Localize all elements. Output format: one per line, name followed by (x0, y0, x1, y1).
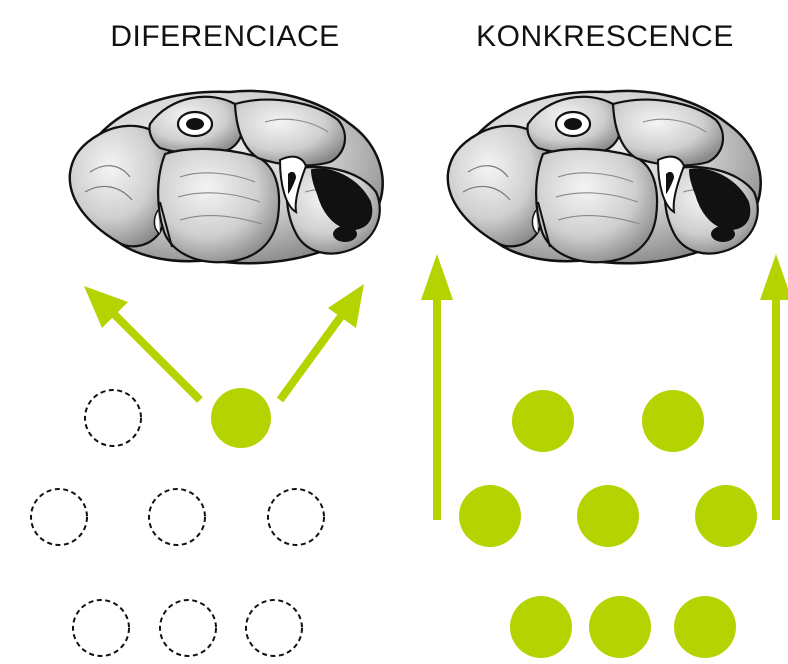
empty-germ-circle (149, 489, 205, 545)
filled-germ-circle (510, 596, 572, 658)
molar-right-icon (448, 91, 761, 263)
filled-germ-circle (642, 390, 704, 452)
filled-germ-circle (674, 596, 736, 658)
molar-left-icon (70, 91, 383, 263)
empty-germ-circle (31, 489, 87, 545)
filled-germ-circle (459, 485, 521, 547)
right-germ-circles (459, 390, 757, 658)
active-germ-circle (211, 388, 271, 448)
panel-title-differentiation: DIFERENCIACE (110, 20, 339, 53)
diverging-arrows-icon (84, 284, 364, 400)
empty-germ-circle (73, 600, 129, 656)
filled-germ-circle (577, 485, 639, 547)
arrow-up-right-side (760, 254, 788, 520)
arrow-up-left-side (421, 254, 453, 520)
filled-germ-circle (589, 596, 651, 658)
filled-germ-circle (695, 485, 757, 547)
upward-arrows-icon (421, 254, 788, 520)
left-germ-circles (31, 388, 324, 656)
empty-germ-circle (246, 600, 302, 656)
arrow-up-left (84, 286, 200, 400)
empty-germ-circle (268, 489, 324, 545)
empty-germ-circle (85, 390, 141, 446)
empty-germ-circle (160, 600, 216, 656)
panel-title-concrescence: KONKRESCENCE (476, 20, 734, 53)
filled-germ-circle (512, 390, 574, 452)
arrow-up-right (280, 284, 364, 400)
